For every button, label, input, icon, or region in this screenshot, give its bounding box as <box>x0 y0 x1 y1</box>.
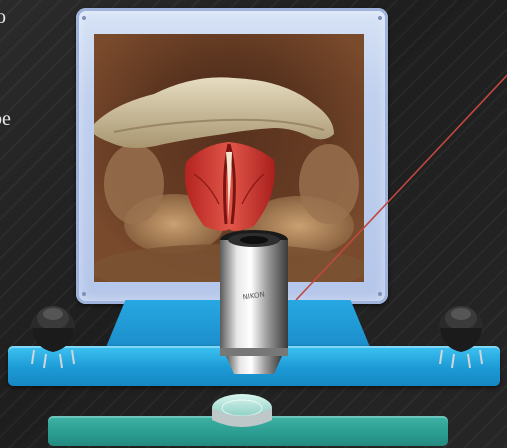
side-text-line-4: be <box>0 102 11 136</box>
screw-icon <box>82 16 86 20</box>
side-text-line-2 <box>0 34 11 68</box>
cropped-side-text: o r be <box>0 0 11 136</box>
screw-icon <box>82 292 86 296</box>
microscope-objective: NIKON <box>216 228 292 378</box>
side-text-line-1: o <box>0 0 11 34</box>
left-focus-knob[interactable] <box>24 298 82 378</box>
screw-icon <box>378 16 382 20</box>
side-text-line-3: r <box>0 68 11 102</box>
condenser-lens <box>206 386 278 438</box>
screw-icon <box>378 292 382 296</box>
right-focus-knob[interactable] <box>432 298 490 378</box>
